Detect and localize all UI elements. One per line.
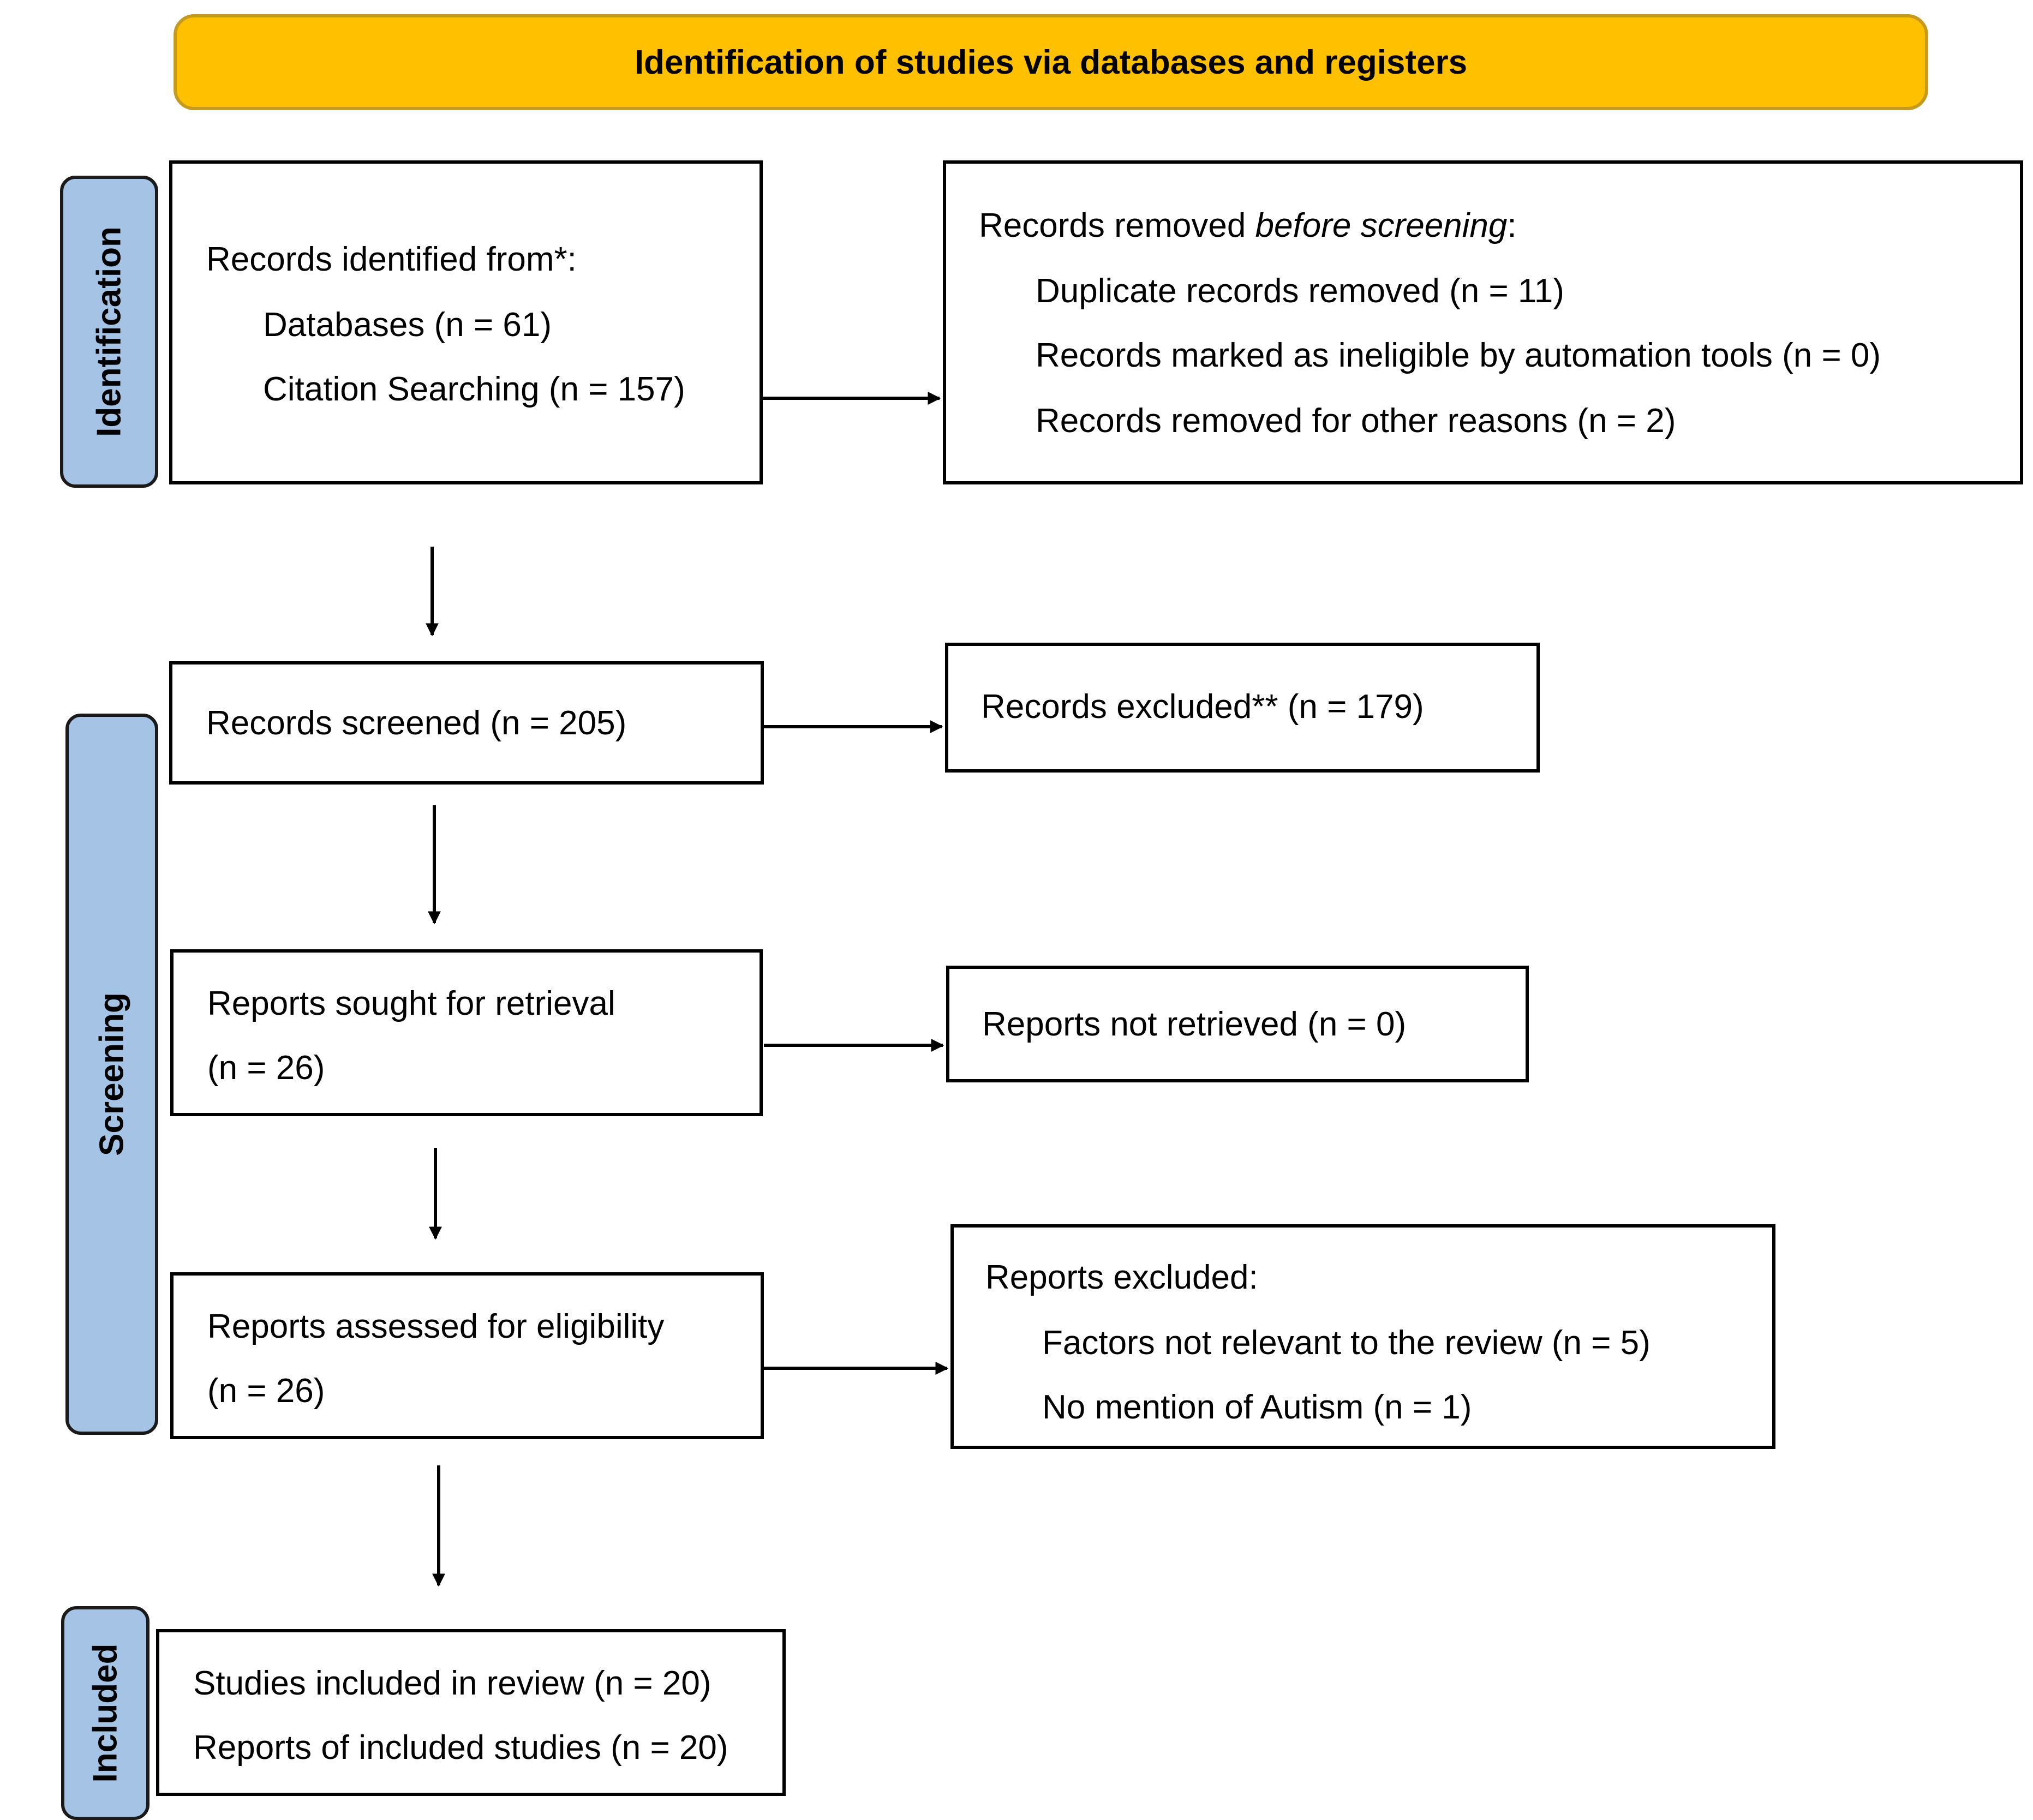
records-excluded-text: Records excluded** (n = 179) xyxy=(981,688,1424,726)
header-title: Identification of studies via databases … xyxy=(634,43,1468,81)
reports-assessed-line1: Reports assessed for eligibility xyxy=(207,1308,665,1345)
phase-included: Included xyxy=(61,1606,150,1820)
reports-excluded-autism: No mention of Autism (n = 1) xyxy=(1042,1388,1472,1426)
reports-included-text: Reports of included studies (n = 20) xyxy=(193,1729,728,1767)
records-identified-citation: Citation Searching (n = 157) xyxy=(263,370,685,408)
reports-excluded-factors: Factors not relevant to the review (n = … xyxy=(1042,1324,1651,1362)
reports-excluded-box: Reports excluded: Factors not relevant t… xyxy=(950,1224,1775,1449)
records-identified-box: Records identified from*: Databases (n =… xyxy=(169,160,763,484)
records-identified-databases: Databases (n = 61) xyxy=(263,306,552,344)
reports-not-retrieved-text: Reports not retrieved (n = 0) xyxy=(982,1005,1407,1043)
phase-screening: Screening xyxy=(65,714,158,1435)
studies-included-text: Studies included in review (n = 20) xyxy=(193,1665,711,1702)
reports-sought-line2: (n = 26) xyxy=(207,1049,325,1087)
reports-sought-box: Reports sought for retrieval (n = 26) xyxy=(170,949,763,1116)
reports-sought-line1: Reports sought for retrieval xyxy=(207,985,615,1022)
reports-not-retrieved-box: Reports not retrieved (n = 0) xyxy=(946,966,1529,1082)
reports-assessed-line2: (n = 26) xyxy=(207,1372,325,1410)
records-removed-other: Records removed for other reasons (n = 2… xyxy=(1036,402,1676,440)
studies-included-box: Studies included in review (n = 20) Repo… xyxy=(156,1629,786,1796)
phase-identification: Identification xyxy=(60,176,158,488)
records-excluded-box: Records excluded** (n = 179) xyxy=(945,643,1540,773)
records-identified-heading: Records identified from*: xyxy=(206,241,577,278)
records-removed-automation: Records marked as ineligible by automati… xyxy=(1036,337,1881,374)
header-banner: Identification of studies via databases … xyxy=(174,14,1928,110)
records-removed-duplicates: Duplicate records removed (n = 11) xyxy=(1036,272,1564,310)
records-removed-heading: Records removed before screening: xyxy=(979,207,1517,244)
reports-assessed-box: Reports assessed for eligibility (n = 26… xyxy=(170,1272,764,1439)
records-screened-box: Records screened (n = 205) xyxy=(169,661,764,785)
records-removed-box: Records removed before screening: Duplic… xyxy=(943,160,2023,484)
records-screened-text: Records screened (n = 205) xyxy=(206,704,627,742)
reports-excluded-heading: Reports excluded: xyxy=(985,1259,1258,1296)
